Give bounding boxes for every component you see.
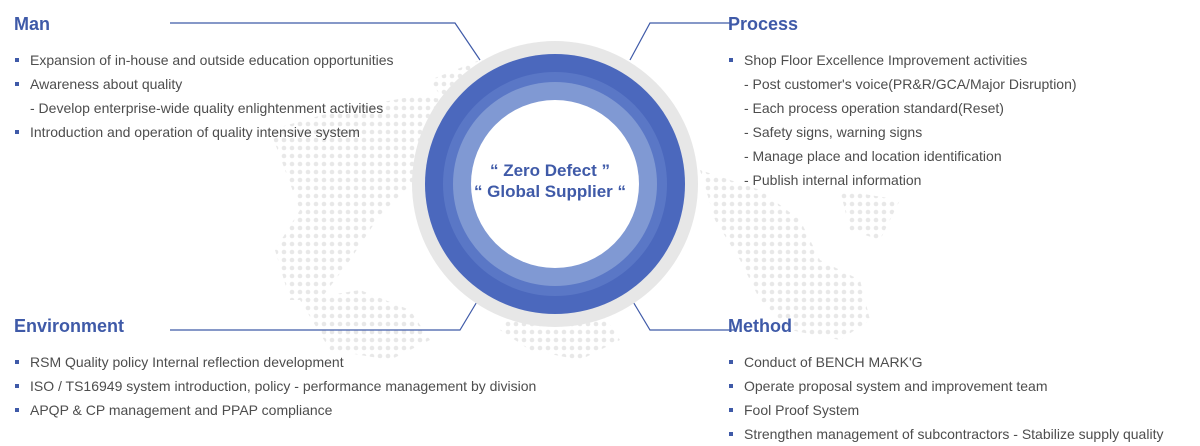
list-item: Shop Floor Excellence Improvement activi… (728, 48, 1077, 72)
item-list: Shop Floor Excellence Improvement activi… (728, 48, 1077, 192)
item-list: Expansion of in-house and outside educat… (14, 48, 393, 144)
list-item: Introduction and operation of quality in… (14, 120, 393, 144)
quadrant-title: Method (728, 316, 792, 336)
sub-list-item: - Post customer's voice(PR&R/GCA/Major D… (744, 76, 1077, 92)
sub-list-item: - Each process operation standard(Reset) (744, 100, 1004, 116)
quadrant-environment: Environment RSM Quality policy Internal … (14, 315, 536, 422)
slogan-line-1: “ Zero Defect ” (490, 161, 610, 180)
list-item: ISO / TS16949 system introduction, polic… (14, 374, 536, 398)
list-item: RSM Quality policy Internal reflection d… (14, 350, 536, 374)
sub-list-item: - Safety signs, warning signs (744, 124, 923, 140)
sub-list-item: - Develop enterprise-wide quality enligh… (30, 100, 384, 116)
sub-list-item: - Manage place and location identificati… (744, 148, 1002, 164)
list-item: Fool Proof System (728, 398, 1163, 422)
center-slogan: “ Zero Defect ” “ Global Supplier “ (445, 160, 655, 202)
connector-method (631, 299, 735, 331)
connector-environment (170, 299, 479, 331)
list-item: Operate proposal system and improvement … (728, 374, 1163, 398)
quadrant-title: Environment (14, 316, 125, 336)
list-item: Expansion of in-house and outside educat… (14, 48, 393, 72)
sub-list-item: - Publish internal information (744, 172, 922, 188)
quadrant-title: Man (14, 14, 50, 34)
list-item: APQP & CP management and PPAP compliance (14, 398, 536, 422)
list-item: Strengthen management of subcontractors … (728, 422, 1163, 446)
ring-center (471, 100, 639, 268)
list-item: Awareness about quality (14, 72, 393, 96)
quadrant-title: Process (728, 14, 799, 34)
slogan-line-2: “ Global Supplier “ (473, 182, 627, 201)
list-item: Conduct of BENCH MARK'G (728, 350, 1163, 374)
item-list: RSM Quality policy Internal reflection d… (14, 350, 536, 422)
connector-process (629, 22, 730, 61)
connector-man (170, 22, 481, 61)
quadrant-man: Man Expansion of in-house and outside ed… (14, 13, 393, 144)
quadrant-process: Process Shop Floor Excellence Improvemen… (728, 13, 1077, 192)
